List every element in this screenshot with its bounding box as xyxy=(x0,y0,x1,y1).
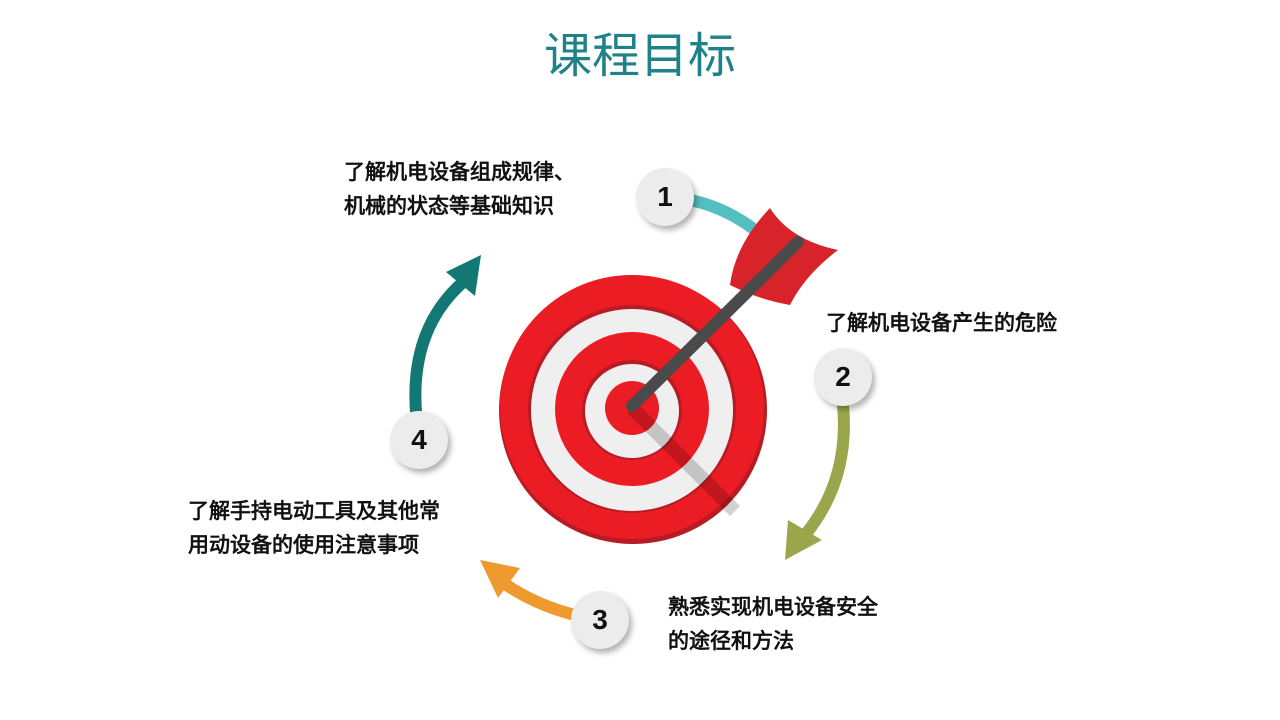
step-badge-4: 4 xyxy=(390,411,448,469)
arc-arrow-2 xyxy=(800,404,850,539)
goal-3-text: 熟悉实现机电设备安全 的途径和方法 xyxy=(668,590,878,658)
goal-1-line-1: 了解机电设备组成规律、 xyxy=(344,160,575,184)
goal-1-text: 了解机电设备组成规律、 机械的状态等基础知识 xyxy=(344,155,575,223)
goal-1-line-2: 机械的状态等基础知识 xyxy=(344,194,554,218)
arrowhead-4 xyxy=(446,255,481,296)
dart-arrow-icon xyxy=(626,208,838,412)
goal-2-line-1: 了解机电设备产生的危险 xyxy=(826,311,1057,335)
page-title: 课程目标 xyxy=(543,28,736,84)
goal-4-line-1: 了解手持电动工具及其他常 xyxy=(188,499,440,523)
goal-3-line-1: 熟悉实现机电设备安全 xyxy=(668,595,878,619)
arc-arrow-3 xyxy=(498,577,577,621)
step-badge-2: 2 xyxy=(814,348,872,406)
step-badge-1: 1 xyxy=(636,168,694,226)
arrowhead-3 xyxy=(480,560,520,598)
step-badge-3: 3 xyxy=(571,591,629,649)
arrowhead-2 xyxy=(785,520,822,560)
arc-arrow-4 xyxy=(409,278,467,413)
goal-3-line-2: 的途径和方法 xyxy=(668,629,794,653)
goal-2-text: 了解机电设备产生的危险 xyxy=(826,306,1057,340)
goal-4-text: 了解手持电动工具及其他常 用动设备的使用注意事项 xyxy=(188,494,440,562)
goal-4-line-2: 用动设备的使用注意事项 xyxy=(188,533,419,557)
